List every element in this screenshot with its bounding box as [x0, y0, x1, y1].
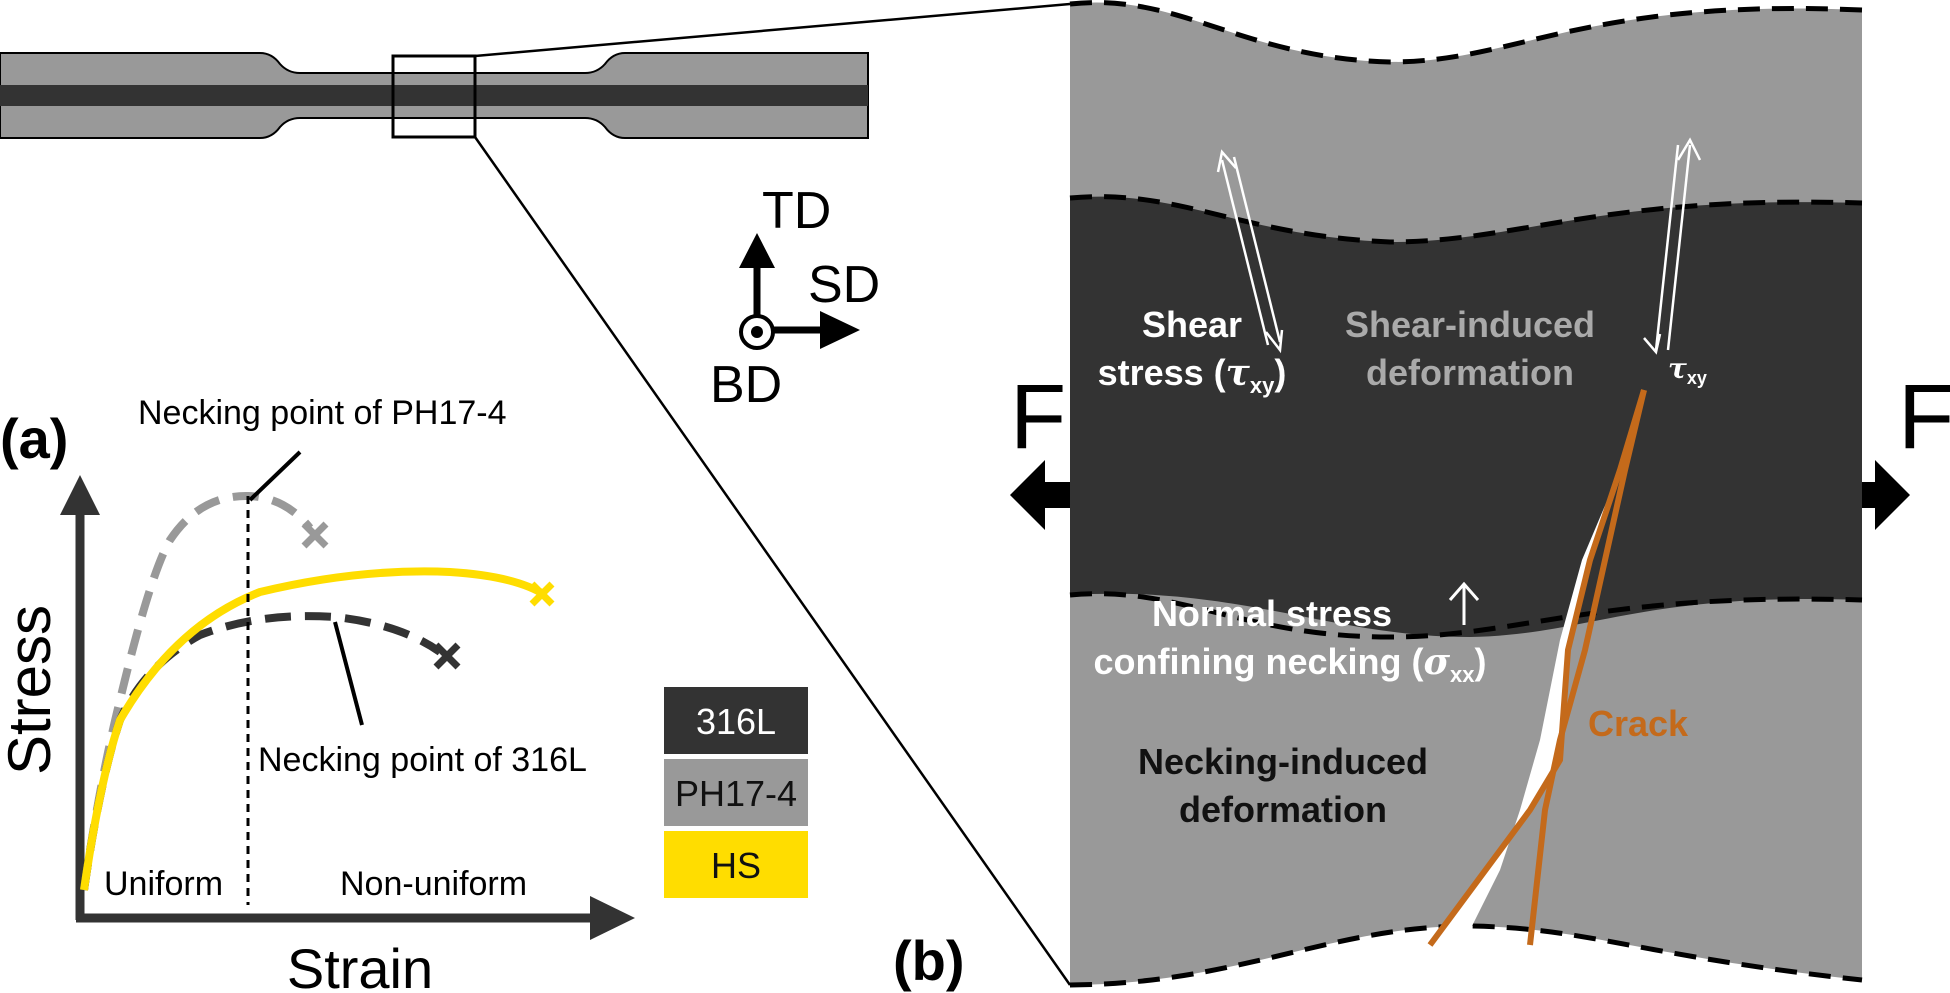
panel-b: F F Shear stress (τxy) Shear-induced def…: [893, 0, 1950, 992]
sd-arrowhead: [820, 311, 860, 349]
x-axis-arrowhead: [590, 896, 635, 940]
shear-stress-label-line1: Shear: [1142, 304, 1242, 345]
necking-label-316l: Necking point of 316L: [258, 741, 587, 779]
panel-a-label: (a): [0, 407, 68, 470]
force-arrow-left: [1010, 460, 1070, 530]
legend-swatch-ph17-4: [664, 759, 808, 826]
td-label: TD: [762, 182, 831, 240]
ph17-4-curve: [80, 491, 314, 891]
force-arrow-right: [1862, 460, 1910, 530]
tensile-specimen: [0, 2, 1072, 986]
normal-stress-label-line2: confining necking (σxx): [1093, 641, 1486, 687]
legend-label-316l: 316L: [696, 701, 776, 742]
sd-label: SD: [808, 256, 880, 314]
crack-right-edge: [1527, 389, 1647, 946]
shear-arrows-left: [1216, 149, 1284, 354]
shear-induced-label-line1: Shear-induced: [1345, 304, 1595, 345]
shear-stress-label-line2: stress (τxy): [1098, 352, 1287, 398]
coordinate-axes: TD SD BD: [710, 182, 880, 414]
crack-left-edge: [1427, 389, 1647, 947]
shear-arrows-right: [1643, 137, 1702, 355]
panel-a: (a) Stress Strain Necking po: [0, 394, 808, 993]
force-label-right: F: [1898, 366, 1950, 468]
zoom-box: [391, 54, 477, 139]
legend-label-hs: HS: [711, 845, 761, 886]
y-axis-label: Stress: [0, 605, 63, 775]
x-axis-label: Strain: [287, 937, 433, 993]
legend-swatch-hs: [664, 831, 808, 898]
specimen-dark-region: [1070, 196, 1862, 637]
shear-induced-label-line2: deformation: [1366, 352, 1574, 393]
necking-induced-label-line1: Necking-induced: [1138, 741, 1428, 782]
legend: 316L PH17-4 HS: [664, 687, 808, 898]
legend-swatch-316l: [664, 687, 808, 754]
bd-label: BD: [710, 356, 782, 414]
td-arrowhead: [739, 233, 775, 268]
tau-xy-label: τxy: [1668, 352, 1707, 388]
normal-stress-label-line1: Normal stress: [1152, 593, 1392, 634]
force-label-left: F: [1010, 366, 1066, 468]
y-axis-arrowhead: [60, 475, 100, 515]
316l-curve: [80, 612, 443, 891]
hs-curve: [80, 567, 548, 891]
upper-interface: [1069, 194, 1863, 245]
ph17-4-necking-leader: [248, 450, 302, 502]
ph17-4-fracture-mark: [301, 521, 329, 549]
crack-label: Crack: [1588, 703, 1689, 744]
specimen-dark-band: [0, 85, 868, 106]
normal-stress-arrow: [1448, 581, 1480, 625]
panel-b-label: (b): [893, 929, 965, 992]
hs-fracture-mark: [529, 581, 555, 607]
region-uniform-label: Uniform: [104, 865, 223, 903]
necking-label-ph17-4: Necking point of PH17-4: [138, 394, 507, 432]
necking-induced-label-line2: deformation: [1179, 789, 1387, 830]
316l-fracture-mark: [433, 642, 461, 670]
316l-necking-leader: [333, 621, 364, 726]
bottom-boundary: [1069, 923, 1863, 988]
top-boundary: [1069, 0, 1863, 65]
region-nonuniform-label: Non-uniform: [340, 865, 527, 903]
zoom-line-bottom: [473, 136, 1072, 986]
legend-label-ph17-4: PH17-4: [675, 773, 797, 814]
zoom-line-top: [474, 2, 1071, 58]
